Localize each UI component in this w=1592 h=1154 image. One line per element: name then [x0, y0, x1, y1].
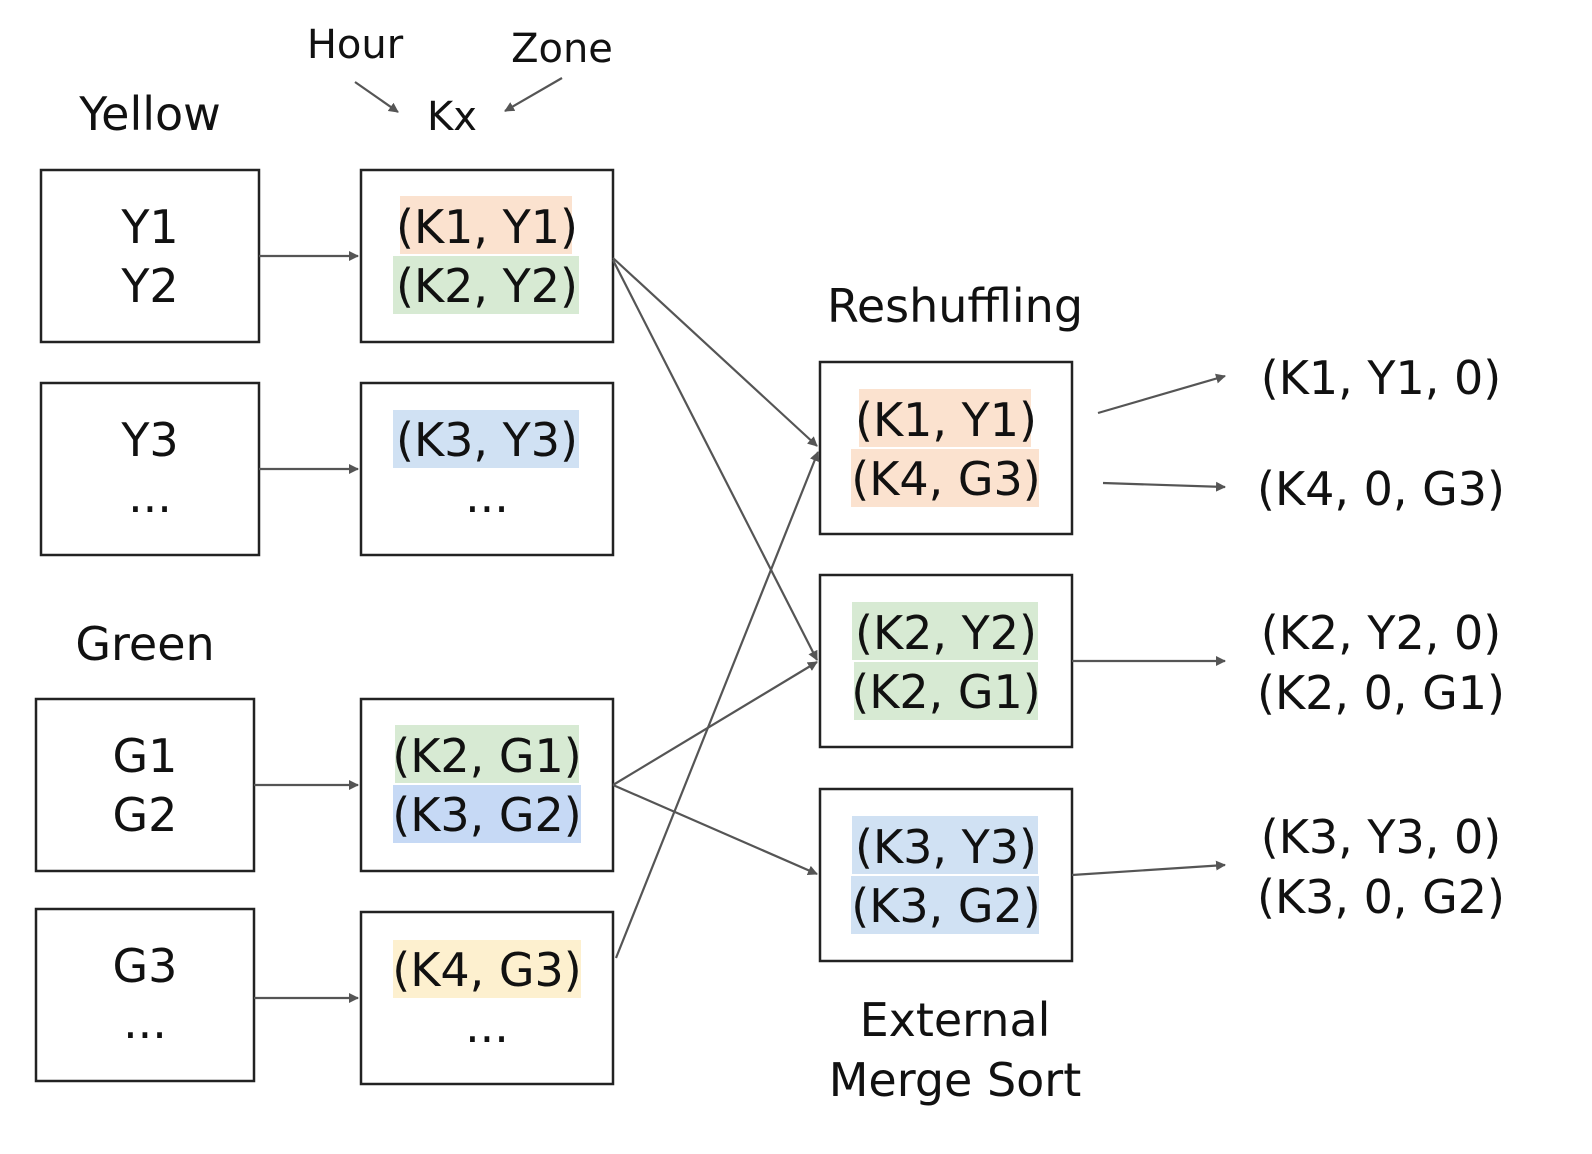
yellow-box-1: Y1 Y2	[39, 168, 261, 344]
highlight-shuffled-k3-y3	[852, 816, 1038, 874]
highlight-shuffled-k2-g1	[854, 662, 1038, 720]
keyed-green-box-1: (K2, G1) (K3, G2)	[359, 697, 615, 873]
reshuffling-label: Reshuffling	[827, 279, 1083, 333]
keyed-green-box-2-line2: ...	[465, 999, 509, 1053]
green-box-2-line1: G3	[113, 939, 178, 993]
yellow-box-1-line1: Y1	[120, 200, 178, 254]
keyed-green-box-1-line1: (K2, G1)	[392, 729, 581, 783]
highlight-shuffled-k2-y2	[852, 602, 1038, 660]
green-box-1-line2: G2	[113, 788, 178, 842]
zone-arrow	[504, 77, 563, 112]
green-box-1: G1 G2	[34, 697, 256, 873]
keyed-yellow-box-2-line1: (K3, Y3)	[396, 413, 578, 467]
merge-sort-label: Merge Sort	[829, 1053, 1082, 1107]
shuffled-box-3-line1: (K3, Y3)	[855, 820, 1037, 874]
arrow-out-k1	[1097, 373, 1226, 415]
external-label: External	[860, 993, 1051, 1047]
highlight-k1-y1	[400, 196, 572, 254]
highlight-shuffled-k4-g3	[851, 449, 1039, 507]
highlight-k2-g1	[395, 725, 579, 783]
highlight-k3-y3	[393, 410, 579, 468]
yellow-box-2-line1: Y3	[120, 413, 178, 467]
highlight-k3-g2	[393, 785, 581, 843]
kx-label: Kx	[427, 94, 477, 140]
arrow-out-k4	[1102, 481, 1226, 492]
output-3-line1: (K3, Y3, 0)	[1261, 810, 1501, 864]
arrow-k2-to-shuffle-2	[612, 259, 818, 661]
output-1-line1: (K1, Y1, 0)	[1261, 351, 1501, 405]
arrow-g3-to-shuffle-1	[614, 451, 820, 959]
shuffled-box-1-line2: (K4, G3)	[851, 452, 1040, 506]
yellow-box-2-line2: ...	[128, 469, 172, 523]
hour-label: Hour	[307, 22, 404, 68]
keyed-green-box-1-line2: (K3, G2)	[392, 788, 581, 842]
arrow-g1-to-shuffle-2	[612, 661, 818, 786]
highlight-shuffled-k3-g2	[851, 876, 1039, 934]
hour-arrow	[354, 81, 399, 113]
output-2-line2: (K2, 0, G1)	[1257, 666, 1505, 720]
output-2-line1: (K2, Y2, 0)	[1261, 606, 1501, 660]
keyed-yellow-box-1-line1: (K1, Y1)	[396, 200, 578, 254]
keyed-yellow-box-2-line2: ...	[465, 469, 509, 523]
arrow-k1-to-shuffle-1	[612, 257, 818, 447]
shuffled-box-2: (K2, Y2) (K2, G1)	[818, 573, 1074, 749]
highlight-k2-y2	[393, 256, 579, 314]
arrow-g2-to-shuffle-3	[612, 783, 818, 876]
yellow-label: Yellow	[78, 87, 221, 141]
shuffled-box-2-line2: (K2, G1)	[851, 665, 1040, 719]
green-label: Green	[75, 617, 214, 671]
keyed-green-box-2-line1: (K4, G3)	[392, 943, 581, 997]
output-3-line2: (K3, 0, G2)	[1257, 870, 1505, 924]
keyed-yellow-box-1: (K1, Y1) (K2, Y2)	[359, 168, 615, 344]
keyed-green-box-2: (K4, G3) ...	[359, 910, 615, 1086]
output-1-line2: (K4, 0, G3)	[1257, 462, 1505, 516]
shuffled-box-1-line1: (K1, Y1)	[855, 393, 1037, 447]
keyed-yellow-box-2: (K3, Y3) ...	[359, 381, 615, 557]
green-box-2-line2: ...	[123, 995, 167, 1049]
keyed-yellow-box-1-line2: (K2, Y2)	[396, 259, 578, 313]
shuffled-box-3-line2: (K3, G2)	[851, 879, 1040, 933]
shuffled-box-1: (K1, Y1) (K4, G3)	[818, 360, 1074, 536]
green-box-1-line1: G1	[113, 729, 178, 783]
yellow-box-2: Y3 ...	[39, 381, 261, 557]
yellow-box-1-line2: Y2	[120, 259, 178, 313]
shuffled-box-2-line1: (K2, Y2)	[855, 606, 1037, 660]
zone-label: Zone	[511, 26, 613, 72]
highlight-k4-g3	[393, 940, 581, 998]
shuffled-box-3: (K3, Y3) (K3, G2)	[818, 787, 1074, 963]
green-box-2: G3 ...	[34, 907, 256, 1083]
arrow-out-k3	[1071, 860, 1226, 877]
highlight-shuffled-k1-y1	[859, 389, 1031, 447]
